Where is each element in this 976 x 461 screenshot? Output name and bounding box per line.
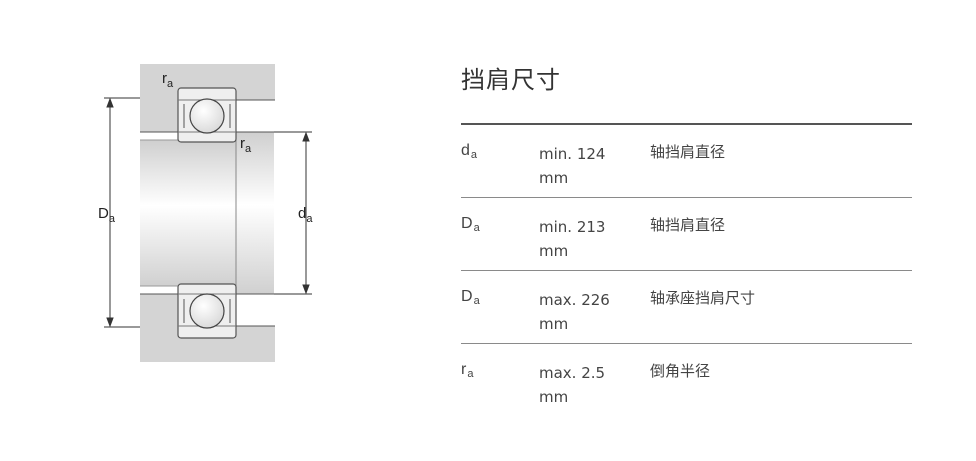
ball-bottom [189,293,225,329]
ball-top [189,98,225,134]
section-title: 挡肩尺寸 [461,66,561,94]
row-description: 轴挡肩直径 [650,216,726,234]
bearing-top [177,87,237,143]
dimension-Da [104,97,140,328]
row-symbol: ra [461,361,474,380]
outline-lines [140,99,275,327]
bearing-bottom [177,283,237,339]
row-description: 轴挡肩直径 [650,143,726,161]
label-Da: Da [98,205,116,225]
label-ra-mid: ra [240,135,252,155]
row-symbol: da [461,142,478,161]
label-da: da [298,205,313,225]
row-symbol: Da [461,215,480,234]
row-symbol: Da [461,288,480,307]
label-ra-top: ra [162,70,174,90]
dimension-da [274,131,312,295]
row-description: 轴承座挡肩尺寸 [650,289,756,307]
bearing-abutment-diagram: ra ra Da da [98,64,313,362]
shaft [140,132,274,294]
row-description: 倒角半径 [650,362,711,380]
